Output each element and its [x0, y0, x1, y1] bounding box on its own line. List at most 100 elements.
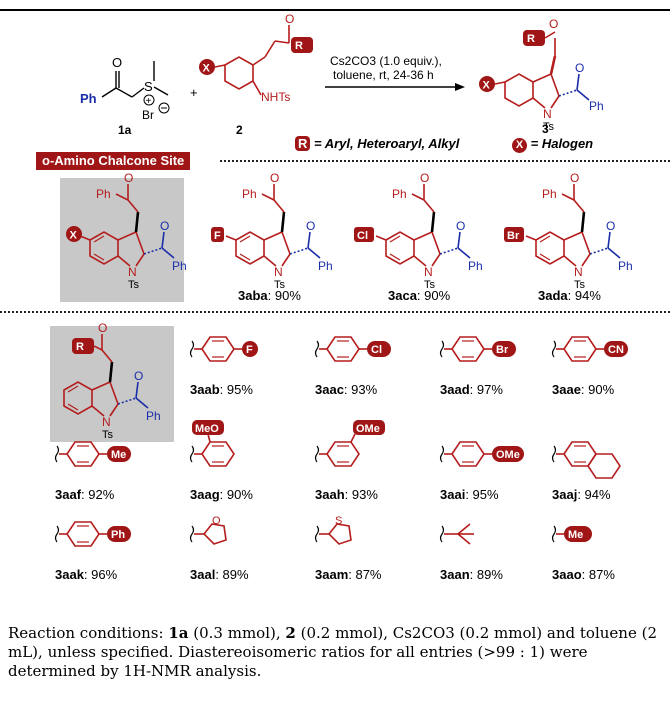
substituent-3aab: F — [189, 336, 258, 362]
reagent-2-structure: X O R NHTs — [199, 12, 313, 104]
substituent-3aaj — [551, 441, 621, 479]
caption-3aac: 3aac: 93% — [315, 382, 378, 397]
atom-o: O — [306, 219, 315, 233]
substituent-3aae: CN — [551, 336, 628, 362]
caption-3aak: 3aak: 96% — [55, 567, 118, 582]
substituent-3aao: Me — [551, 525, 592, 543]
atom-x: X — [203, 63, 211, 75]
substituent-label: Cl — [371, 344, 382, 356]
substituent-3aam: S — [314, 515, 352, 545]
atom-o: O — [160, 219, 169, 233]
atom-o: O — [570, 171, 579, 185]
atom-ph: Ph — [80, 91, 97, 106]
atom-ts: Ts — [102, 429, 114, 441]
atom-o: O — [134, 369, 143, 383]
substituent-label: CN — [608, 344, 624, 356]
svg-text:O: O — [549, 17, 558, 31]
legend-x: X = Halogen — [512, 136, 593, 153]
legend-r2: R = Aryl, Heteroaryl, Alkyl — [295, 136, 459, 151]
footnote: Reaction conditions: 1a (0.3 mmol), 2 (0… — [8, 624, 657, 680]
svg-text:X: X — [483, 80, 491, 92]
legend-x-text: = Halogen — [530, 136, 594, 151]
site-label: o-Amino Chalcone Site — [36, 152, 191, 170]
dotted-divider-1 — [220, 160, 670, 162]
atom-br: Br — [142, 108, 154, 122]
substituent-label: Br — [496, 344, 509, 356]
label-3: 3 — [542, 122, 549, 136]
atom-o: O — [270, 171, 279, 185]
atom-ts: Ts — [274, 279, 286, 291]
atom-ph: Ph — [242, 187, 257, 201]
atom-o: O — [420, 171, 429, 185]
substituent-label: OMe — [496, 449, 520, 461]
caption-3aae: 3aae: 90% — [552, 382, 615, 397]
caption-3aaf: 3aaf: 92% — [55, 487, 115, 502]
substituent-3aai: OMe — [439, 441, 524, 467]
atom-r2: R — [76, 341, 84, 353]
reagent-1a-structure: Ph O S + Br — [80, 55, 170, 122]
caption-3aah: 3aah: 93% — [315, 487, 378, 502]
atom-o: O — [285, 12, 294, 26]
atom-n: N — [424, 265, 433, 279]
atom-halogen: F — [214, 230, 221, 242]
substituent-3aad: Br — [439, 336, 516, 362]
substituent-label: F — [246, 344, 253, 356]
conditions-line1: Cs2CO3 (1.0 equiv.), — [330, 54, 442, 68]
caption-3aal: 3aal: 89% — [190, 567, 249, 582]
atom-n: N — [274, 265, 283, 279]
atom-x: X — [70, 230, 78, 242]
atom-ph: Ph — [318, 259, 333, 273]
substituent-3aal: O — [189, 515, 227, 545]
atom-s: S — [144, 79, 153, 94]
conditions-line2: toluene, rt, 24-36 h — [333, 68, 434, 82]
svg-text:R: R — [527, 33, 535, 45]
hetero-atom: S — [335, 515, 342, 527]
atom-ts: Ts — [128, 279, 140, 291]
caption-3aaj: 3aaj: 94% — [552, 487, 611, 502]
atom-o: O — [124, 171, 133, 185]
atom-n: N — [128, 265, 137, 279]
atom-ts: Ts — [574, 279, 586, 291]
atom-o: O — [606, 219, 615, 233]
substituent-label: OMe — [356, 423, 380, 435]
substituent-label: MeO — [195, 423, 219, 435]
caption-3aag: 3aag: 90% — [190, 487, 253, 502]
atom-o: O — [98, 321, 107, 335]
dotted-divider-2 — [0, 311, 670, 313]
caption-3aam: 3aam: 87% — [315, 567, 382, 582]
caption-3aca: 3aca: 90% — [388, 288, 451, 303]
atom-ph: Ph — [392, 187, 407, 201]
substituent-label: Me — [568, 529, 583, 541]
substituent-3aah: OMe — [314, 420, 385, 467]
atom-ph: Ph — [618, 259, 633, 273]
substituent-3aan — [439, 523, 474, 545]
substituent-label: Me — [111, 449, 126, 461]
charge-plus: + — [146, 96, 152, 107]
legend-x-badge: X — [512, 138, 527, 153]
template-box-r2 — [50, 326, 174, 442]
atom-halogen: Cl — [357, 230, 368, 242]
caption-3ada: 3ada: 94% — [538, 288, 601, 303]
caption-3aad: 3aad: 97% — [440, 382, 503, 397]
substituent-3aac: Cl — [314, 336, 391, 362]
product-3-structure: R O X N Ts O Ph — [479, 17, 604, 133]
svg-text:N: N — [543, 107, 552, 121]
atom-o: O — [456, 219, 465, 233]
atom-ts: Ts — [424, 279, 436, 291]
hetero-atom: O — [212, 515, 221, 527]
atom-r2: R — [295, 40, 303, 52]
caption-3aba: 3aba: 90% — [238, 288, 301, 303]
atom-o: O — [112, 55, 122, 70]
atom-nhts: NHTs — [261, 90, 290, 104]
atom-ph: Ph — [172, 259, 187, 273]
svg-text:Ts: Ts — [543, 121, 555, 133]
atom-ph: Ph — [542, 187, 557, 201]
atom-halogen: Br — [507, 230, 520, 242]
atom-ph: Ph — [146, 409, 161, 423]
caption-3aai: 3aai: 95% — [440, 487, 499, 502]
